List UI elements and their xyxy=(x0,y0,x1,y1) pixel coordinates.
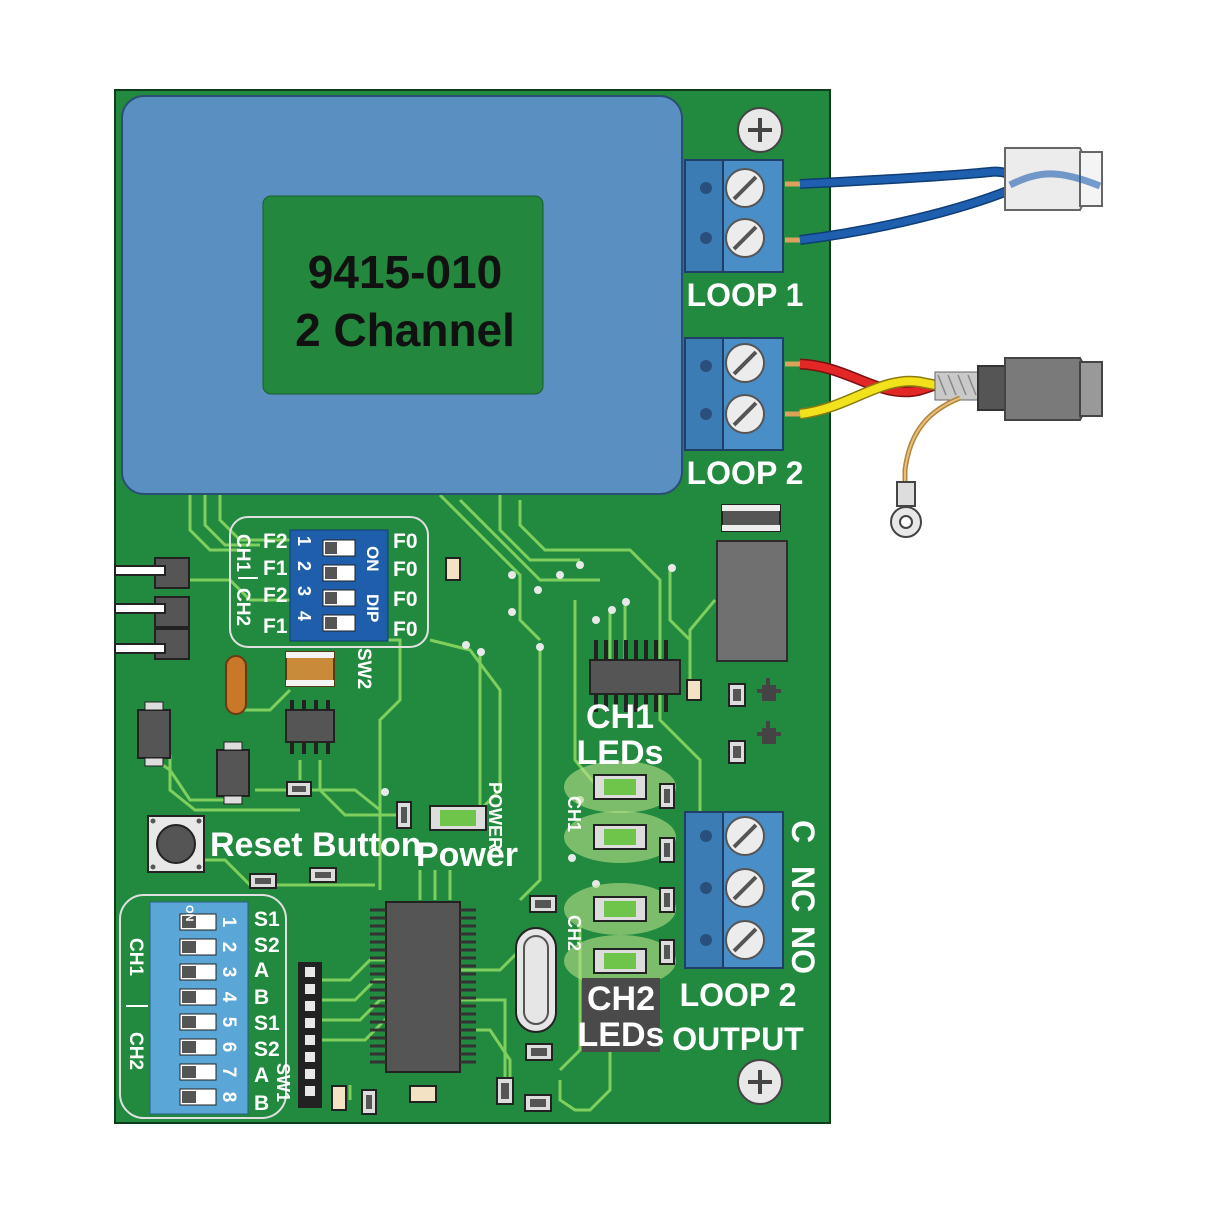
power-label: Power xyxy=(416,836,518,874)
svg-text:F1: F1 xyxy=(263,615,288,638)
svg-text:3: 3 xyxy=(218,967,239,978)
sw1-toggles[interactable] xyxy=(179,913,217,1106)
svg-text:C: C xyxy=(785,820,821,843)
loop2-terminal-block xyxy=(684,337,784,451)
power-side-label: POWER xyxy=(485,782,505,850)
part-number: 9415-010 xyxy=(308,246,502,298)
smd-components-right xyxy=(686,678,781,764)
svg-text:NC: NC xyxy=(785,866,821,912)
sw1-ch1-label: CH1 xyxy=(125,938,146,976)
svg-text:B: B xyxy=(254,986,269,1009)
output-label-2: OUTPUT xyxy=(672,1021,804,1057)
ch2-side-label: CH2 xyxy=(564,915,584,951)
sw2-right-labels: F0 F0 F0 F0 xyxy=(393,530,418,641)
part-description: 2 Channel xyxy=(295,304,515,356)
capacitor-orange xyxy=(225,655,247,715)
svg-text:1: 1 xyxy=(294,536,314,546)
svg-text:F1: F1 xyxy=(263,557,288,580)
sw2-ch2-label: CH2 xyxy=(232,588,253,626)
svg-text:F0: F0 xyxy=(393,618,418,641)
sw1-dip-body xyxy=(149,901,249,1115)
tantalum-cap xyxy=(285,651,335,687)
svg-text:S2: S2 xyxy=(254,1038,280,1061)
svg-text:S2: S2 xyxy=(254,934,280,957)
header-pins-center xyxy=(298,962,322,1108)
ch2-leds xyxy=(564,883,676,987)
ch2-leds-title-2: LEDs xyxy=(578,1016,665,1054)
sw2-ch1-label: CH1 xyxy=(232,534,253,572)
svg-text:1: 1 xyxy=(218,917,239,928)
svg-text:F0: F0 xyxy=(393,558,418,581)
loop1-terminal-block xyxy=(684,159,784,273)
ic-small-8pin xyxy=(285,700,335,754)
ch2-leds-title-1: CH2 xyxy=(587,980,655,1018)
header-pins-left xyxy=(114,557,190,660)
svg-text:NO: NO xyxy=(785,926,821,974)
sw2-on-label: ON xyxy=(363,546,382,572)
output-terminal-block xyxy=(684,811,784,969)
svg-text:7: 7 xyxy=(218,1067,239,1078)
main-ic xyxy=(370,901,476,1073)
diode-left-1 xyxy=(137,701,171,767)
diode-left-2 xyxy=(216,741,250,805)
svg-text:4: 4 xyxy=(218,992,239,1003)
sw2-toggles[interactable] xyxy=(322,539,356,632)
sw2-label: SW2 xyxy=(353,648,374,689)
loop1-wires xyxy=(785,147,1103,245)
svg-text:6: 6 xyxy=(218,1042,239,1053)
sw1-on-label: ON xyxy=(183,905,195,922)
crystal xyxy=(515,927,557,1033)
sw1-ch2-label: CH2 xyxy=(125,1032,146,1070)
svg-text:2: 2 xyxy=(218,942,239,953)
loop2-wires xyxy=(785,357,1103,538)
sw2-left-labels: F2 F1 F2 F1 xyxy=(263,530,288,638)
diode-top-right xyxy=(721,504,781,532)
relay xyxy=(716,540,788,662)
svg-text:A: A xyxy=(254,959,269,982)
mount-screw-bottom xyxy=(737,1059,783,1105)
sw2-numbers: 1 2 3 4 xyxy=(294,536,314,621)
svg-text:F2: F2 xyxy=(263,530,288,553)
power-led xyxy=(429,805,487,831)
smd-resistors xyxy=(249,557,557,1115)
svg-text:F0: F0 xyxy=(393,530,418,553)
output-label-1: LOOP 2 xyxy=(680,977,797,1013)
loop1-label: LOOP 1 xyxy=(687,277,804,313)
svg-text:4: 4 xyxy=(294,611,314,621)
svg-text:2: 2 xyxy=(294,561,314,571)
reset-button[interactable] xyxy=(147,815,205,873)
svg-text:S1: S1 xyxy=(254,1012,280,1035)
led-resistors xyxy=(659,783,675,965)
sw1-label: SW1 xyxy=(273,1063,293,1102)
ch1-leds-title-1: CH1 xyxy=(586,698,654,736)
svg-text:A: A xyxy=(254,1064,269,1087)
transformer-label-plate xyxy=(262,195,544,395)
ch1-leds xyxy=(564,761,676,863)
loop2-label: LOOP 2 xyxy=(687,455,804,491)
sw1-numbers: 1 2 3 4 5 6 7 8 xyxy=(218,917,239,1103)
reset-label: Reset Button xyxy=(210,826,422,864)
ch2-leds-title-bg xyxy=(582,978,660,1052)
svg-text:S1: S1 xyxy=(254,908,280,931)
svg-text:3: 3 xyxy=(294,586,314,596)
sw1-right-labels: S1 S2 A B S1 S2 A B xyxy=(254,908,280,1115)
output-pin-labels: C NC NO xyxy=(785,820,821,974)
svg-text:F2: F2 xyxy=(263,584,288,607)
svg-text:F0: F0 xyxy=(393,588,418,611)
svg-text:5: 5 xyxy=(218,1017,239,1028)
svg-text:B: B xyxy=(254,1092,269,1115)
ic-chip-ch1 xyxy=(589,640,681,712)
ch1-side-label: CH1 xyxy=(564,796,584,832)
mount-screw-top xyxy=(737,107,783,153)
sw2-dip-label: DIP xyxy=(363,594,382,622)
ch1-leds-title-2: LEDs xyxy=(577,734,664,772)
svg-text:8: 8 xyxy=(218,1092,239,1103)
